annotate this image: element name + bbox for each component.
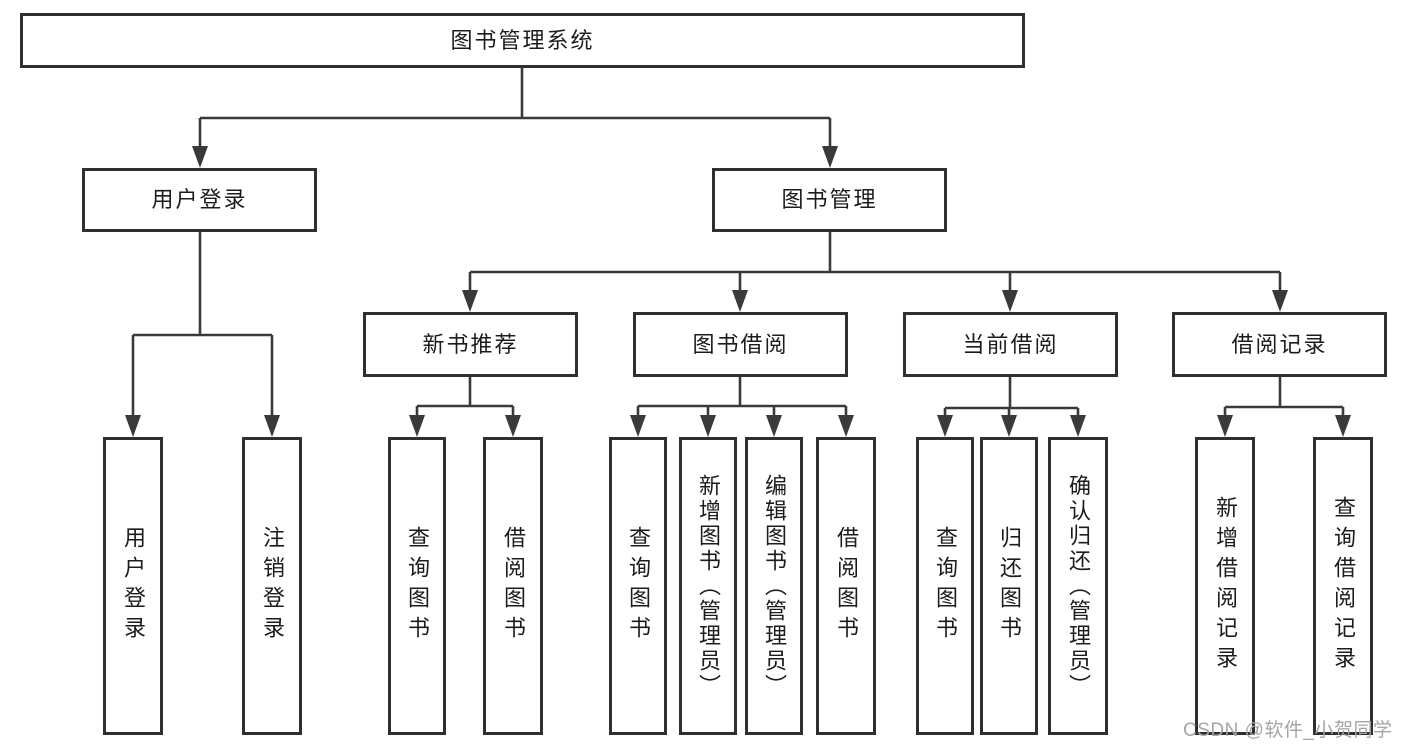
node-label: 查询图书	[405, 526, 430, 646]
leaf-query-books-recommend: 查询图书	[388, 437, 446, 735]
node-label: 用户登录	[151, 187, 248, 212]
leaf-add-book-admin: 新增图书（管理员）	[679, 437, 737, 735]
leaf-confirm-return-admin: 确认归还（管理员）	[1048, 437, 1108, 735]
node-label: 确认归还（管理员）	[1066, 473, 1091, 699]
node-label: 用户登录	[121, 526, 146, 646]
node-current-borrow: 当前借阅	[903, 312, 1118, 377]
leaf-query-borrow-record: 查询借阅记录	[1313, 437, 1373, 735]
node-label: 查询借阅记录	[1331, 496, 1356, 676]
node-label: 归还图书	[997, 526, 1022, 646]
leaf-user-login: 用户登录	[103, 437, 163, 735]
node-label: 新增借阅记录	[1213, 496, 1238, 676]
leaf-borrow-book-recommend: 借阅图书	[483, 437, 543, 735]
leaf-query-books-borrow: 查询图书	[609, 437, 667, 735]
node-label: 借阅图书	[501, 526, 526, 646]
node-label: 查询图书	[933, 526, 958, 646]
node-label: 编辑图书（管理员）	[762, 473, 787, 699]
csdn-watermark: CSDN @软件_小贺同学	[1183, 720, 1393, 741]
node-label: 图书管理	[781, 187, 878, 212]
node-label: 查询图书	[626, 526, 651, 646]
leaf-edit-book-admin: 编辑图书（管理员）	[745, 437, 803, 735]
node-user-login: 用户登录	[82, 168, 317, 232]
leaf-borrow-book: 借阅图书	[816, 437, 876, 735]
node-label: 借阅记录	[1231, 331, 1328, 357]
node-label: 注销登录	[260, 526, 285, 646]
arrowhead-icons	[125, 146, 1351, 437]
node-label: 图书借阅	[692, 331, 789, 357]
leaf-add-borrow-record: 新增借阅记录	[1195, 437, 1255, 735]
leaf-query-books-current: 查询图书	[916, 437, 974, 735]
leaf-return-book: 归还图书	[980, 437, 1038, 735]
node-label: 新增图书（管理员）	[696, 473, 721, 699]
node-label: 图书管理系统	[450, 27, 595, 53]
node-new-book-recommend: 新书推荐	[363, 312, 578, 377]
node-book-borrow: 图书借阅	[633, 312, 848, 377]
node-label: 新书推荐	[422, 331, 519, 357]
node-book-management: 图书管理	[712, 168, 947, 232]
node-label: 当前借阅	[962, 331, 1059, 357]
node-borrow-records: 借阅记录	[1172, 312, 1387, 377]
node-root-system: 图书管理系统	[20, 13, 1025, 68]
leaf-logout: 注销登录	[242, 437, 302, 735]
node-label: 借阅图书	[834, 526, 859, 646]
